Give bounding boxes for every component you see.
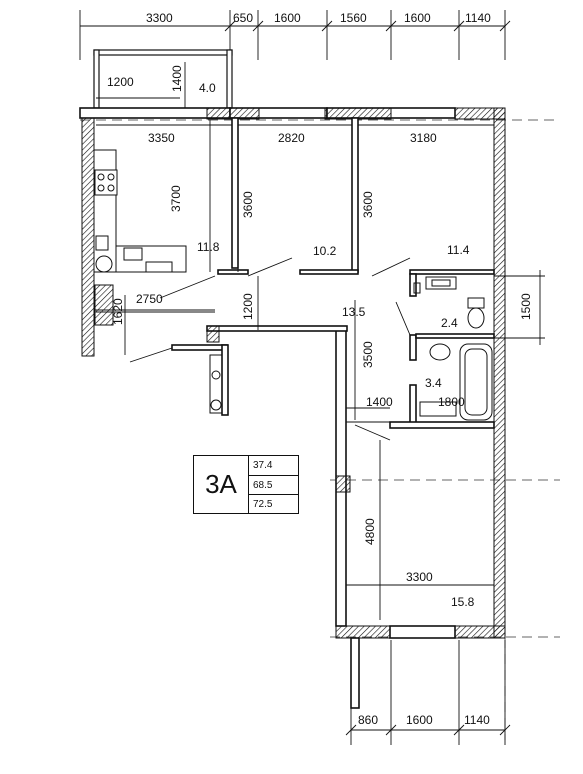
dim-hall-depth: 3500 <box>361 341 375 368</box>
area-bath: 3.4 <box>425 376 442 390</box>
interior-walls <box>94 117 495 429</box>
dim-top-5: 1600 <box>404 11 431 25</box>
area-balcony: 4.0 <box>199 81 216 95</box>
dim-room3-depth: 3600 <box>361 191 375 218</box>
dim-bottom-1: 860 <box>358 713 378 727</box>
hall-fixtures <box>209 354 223 414</box>
dim-bedroom-depth: 4800 <box>363 518 377 545</box>
dim-top-4: 1560 <box>340 11 367 25</box>
total-with-balcony-value: 72.5 <box>249 494 299 513</box>
dim-balcony-depth: 1400 <box>170 65 184 92</box>
area-room3: 11.4 <box>447 243 470 257</box>
dim-top-6: 1140 <box>465 11 491 25</box>
dim-top-2: 650 <box>233 11 253 25</box>
dim-bottom-3: 1140 <box>464 713 490 727</box>
interior-dimension-lines <box>96 120 545 620</box>
dim-entry-depth: 1620 <box>111 298 125 325</box>
balcony: 1200 1400 4.0 <box>93 49 233 110</box>
area-hall: 13.5 <box>342 305 366 319</box>
dim-balcony-width: 1200 <box>107 75 134 89</box>
dim-hall-width: 2750 <box>136 292 163 306</box>
apartment-type-code: 3А <box>205 469 237 499</box>
dim-room3-width: 3180 <box>410 131 437 145</box>
bathroom-fixtures <box>413 276 493 421</box>
area-room2: 10.2 <box>313 244 337 258</box>
area-wc: 2.4 <box>441 316 458 330</box>
living-area-value: 37.4 <box>253 460 273 471</box>
dim-kitchen-depth: 3700 <box>169 185 183 212</box>
dim-corridor-depth: 1200 <box>241 293 255 320</box>
area-summary: 37.4 68.5 72.5 <box>248 456 299 513</box>
area-bedroom: 15.8 <box>451 595 475 609</box>
dim-bedroom-width: 3300 <box>406 570 433 584</box>
dim-bath-block-depth: 1500 <box>519 293 533 320</box>
dim-kitchen-width: 3350 <box>148 131 175 145</box>
bottom-dimension-chain: 860 1600 1140 <box>345 640 511 745</box>
dim-top-1: 3300 <box>146 11 173 25</box>
total-area-value: 68.5 <box>249 475 299 494</box>
door-swings <box>129 257 411 441</box>
apartment-legend: 3А 37.4 68.5 72.5 <box>193 455 299 514</box>
dim-wc-width: 1800 <box>438 395 465 409</box>
dim-room2-width: 2820 <box>278 131 305 145</box>
dim-top-3: 1600 <box>274 11 301 25</box>
exterior-walls <box>79 107 506 709</box>
area-kitchen: 11.8 <box>197 240 220 254</box>
kitchen-fixtures <box>93 149 187 326</box>
top-dimension-chain: 3300 650 1600 1560 1600 1140 <box>79 10 511 60</box>
dim-room2-depth: 3600 <box>241 191 255 218</box>
dim-bath-width: 1400 <box>366 395 393 409</box>
dim-bottom-2: 1600 <box>406 713 433 727</box>
